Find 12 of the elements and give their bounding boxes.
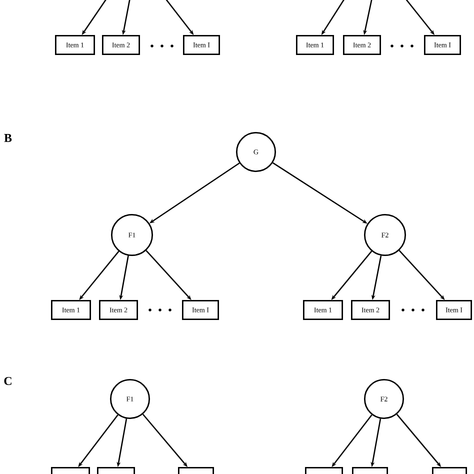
arrow	[78, 414, 118, 467]
empty-box	[352, 467, 388, 474]
empty-box	[305, 467, 343, 474]
panel-label: C	[4, 376, 12, 386]
empty-box	[432, 467, 467, 474]
panel-label: B	[4, 134, 12, 142]
arrow	[79, 250, 120, 300]
arrow	[146, 250, 192, 300]
empty-box	[178, 467, 214, 474]
arrow	[332, 414, 372, 467]
empty-box	[97, 467, 135, 474]
empty-box	[51, 467, 90, 474]
